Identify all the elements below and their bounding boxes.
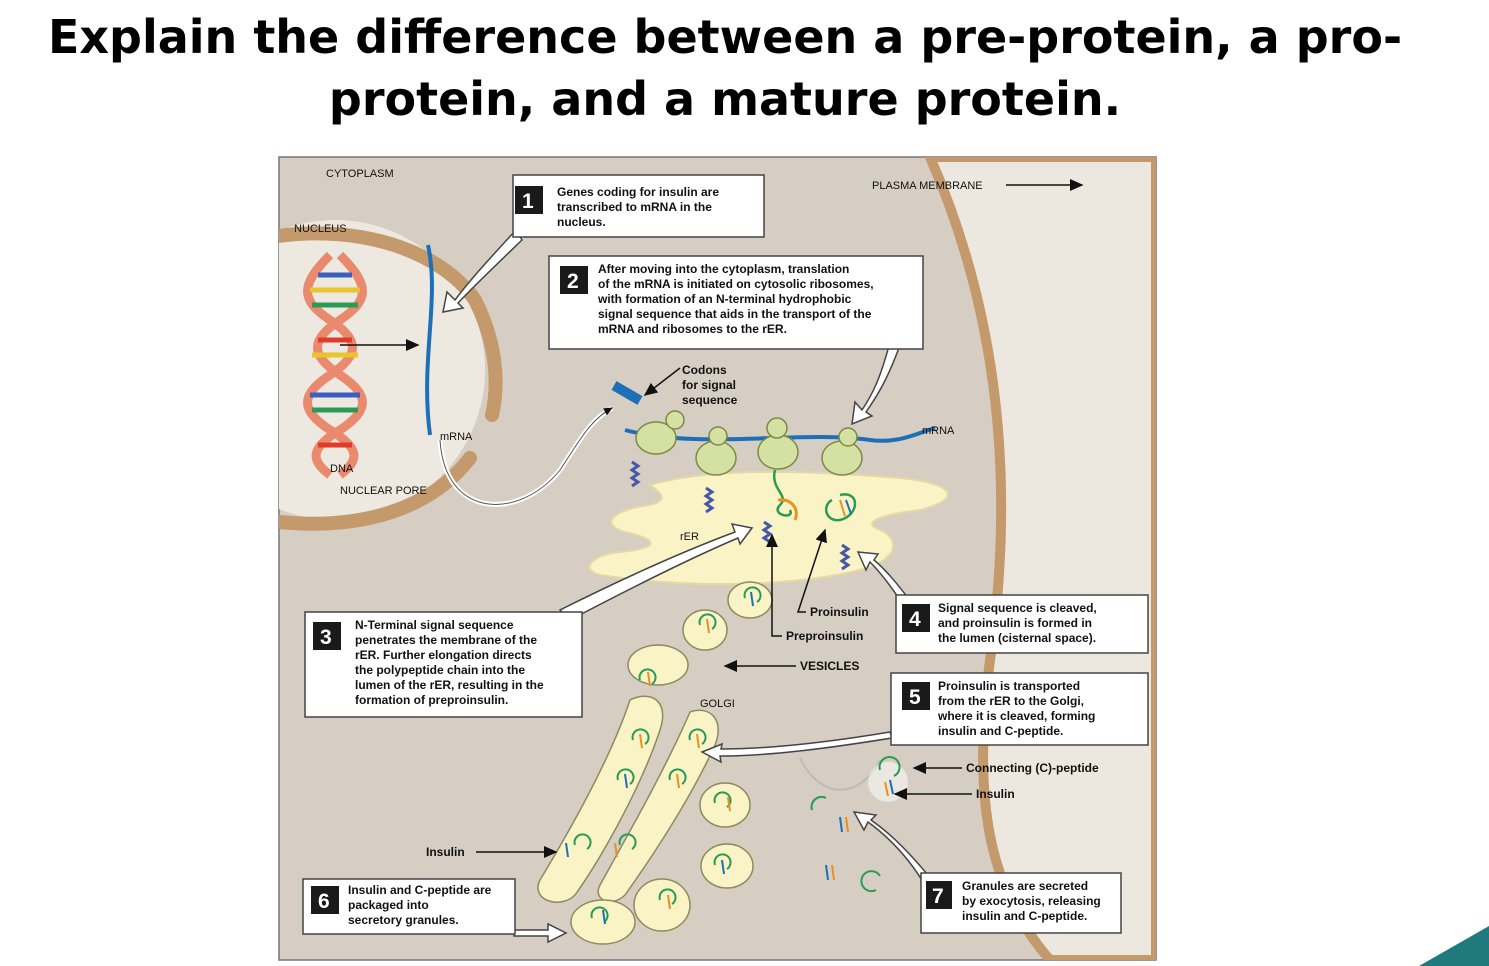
step-3-line-5: lumen of the rER, resulting in the bbox=[355, 678, 544, 692]
label-proinsulin: Proinsulin bbox=[810, 605, 869, 619]
label-cytoplasm: CYTOPLASM bbox=[326, 168, 394, 180]
step-callout-1: 1 Genes coding for insulin are transcrib… bbox=[512, 174, 765, 238]
preproinsulin-pointer bbox=[766, 533, 782, 637]
proinsulin-pointer bbox=[796, 528, 827, 613]
step-callout-5: 5 Proinsulin is transported from the rER… bbox=[890, 672, 1149, 746]
step-number-7: 7 bbox=[932, 885, 944, 908]
slide-title-line-2: protein, and a mature protein. bbox=[328, 72, 1122, 126]
step-4-line-3: the lumen (cisternal space). bbox=[938, 631, 1096, 645]
step-2-line-3: with formation of an N-terminal hydropho… bbox=[597, 292, 852, 306]
step-callout-6: 6 Insulin and C-peptide are packaged int… bbox=[302, 878, 516, 935]
signal-peptides bbox=[629, 460, 851, 571]
label-golgi: GOLGI bbox=[700, 698, 735, 710]
label-dna: DNA bbox=[330, 463, 354, 475]
step-number-5: 5 bbox=[909, 686, 921, 709]
proinsulin-in-lumen bbox=[824, 493, 857, 522]
packaged-peptides bbox=[565, 586, 762, 925]
step-5-line-1: Proinsulin is transported bbox=[938, 679, 1080, 693]
step-2-line-1: After moving into the cytoplasm, transla… bbox=[598, 262, 849, 276]
step-callout-7: 7 Granules are secreted by exocytosis, r… bbox=[920, 872, 1122, 934]
label-connecting-peptide: Connecting (C)-peptide bbox=[966, 761, 1099, 775]
step-5-line-2: from the rER to the Golgi, bbox=[938, 694, 1084, 708]
step-number-4: 4 bbox=[909, 608, 921, 631]
step-3-line-2: penetrates the membrane of the bbox=[355, 633, 537, 647]
step-3-line-3: rER. Further elongation directs bbox=[355, 648, 532, 662]
nuclear-envelope-lower bbox=[279, 451, 477, 531]
step-callout-3: 3 N-Terminal signal sequence penetrates … bbox=[304, 611, 583, 718]
step-2-line-4: signal sequence that aids in the transpo… bbox=[598, 307, 872, 321]
label-mrna-nucleus: mRNA bbox=[440, 431, 473, 443]
label-nucleus: NUCLEUS bbox=[294, 223, 347, 235]
step-number-6: 6 bbox=[318, 890, 330, 913]
step-4-line-1: Signal sequence is cleaved, bbox=[938, 601, 1097, 615]
step-number-3: 3 bbox=[320, 626, 332, 649]
slide-corner-accent bbox=[1419, 926, 1489, 966]
callout-pointers bbox=[442, 228, 934, 944]
golgi-stack bbox=[537, 695, 754, 945]
signal-codons bbox=[611, 381, 643, 405]
dna-helix bbox=[303, 251, 367, 479]
mrna-cytoplasm bbox=[624, 426, 936, 443]
step-1-line-2: transcribed to mRNA in the bbox=[557, 200, 712, 214]
step-6-line-1: Insulin and C-peptide are bbox=[348, 883, 492, 897]
label-mrna-cytoplasm: mRNA bbox=[922, 425, 955, 437]
label-plasma-membrane: PLASMA MEMBRANE bbox=[872, 180, 983, 192]
slide-title-line-1: Explain the difference between a pre-pro… bbox=[47, 10, 1403, 64]
label-rer: rER bbox=[680, 531, 699, 543]
step-number-1: 1 bbox=[522, 190, 534, 213]
mrna-nucleus bbox=[425, 244, 434, 436]
step-1-line-3: nucleus. bbox=[557, 215, 606, 229]
ribosomes bbox=[635, 410, 863, 476]
codons-pointer bbox=[643, 367, 681, 396]
step-2-line-5: mRNA and ribosomes to the rER. bbox=[598, 322, 787, 336]
step-1-line-1: Genes coding for insulin are bbox=[557, 185, 719, 199]
step-3-line-4: the polypeptide chain into the bbox=[355, 663, 525, 677]
step-number-2: 2 bbox=[567, 270, 579, 293]
label-vesicles: VESICLES bbox=[800, 659, 859, 673]
slide-title: Explain the difference between a pre-pro… bbox=[0, 6, 1450, 130]
step-7-line-3: insulin and C-peptide. bbox=[962, 909, 1087, 923]
label-insulin-left: Insulin bbox=[426, 845, 465, 859]
label-preproinsulin: Preproinsulin bbox=[786, 629, 863, 643]
label-nuclear-pore: NUCLEAR PORE bbox=[340, 485, 427, 497]
label-codons-1: Codons bbox=[682, 363, 727, 377]
step-3-line-6: formation of preproinsulin. bbox=[355, 693, 508, 707]
step-6-line-2: packaged into bbox=[348, 898, 429, 912]
step-callout-4: 4 Signal sequence is cleaved, and proins… bbox=[895, 594, 1149, 654]
step-2-line-2: of the mRNA is initiated on cytosolic ri… bbox=[598, 277, 874, 291]
step-7-line-1: Granules are secreted bbox=[962, 879, 1088, 893]
step-callout-2: 2 After moving into the cytoplasm, trans… bbox=[548, 255, 924, 350]
label-codons-3: sequence bbox=[682, 393, 738, 407]
label-codons-2: for signal bbox=[682, 378, 736, 392]
step-7-line-2: by exocytosis, releasing bbox=[962, 894, 1101, 908]
nuclear-envelope-upper bbox=[279, 226, 503, 422]
step-5-line-4: insulin and C-peptide. bbox=[938, 724, 1063, 738]
step-5-line-3: where it is cleaved, forming bbox=[937, 709, 1095, 723]
label-insulin-right: Insulin bbox=[976, 787, 1015, 801]
step-4-line-2: and proinsulin is formed in bbox=[938, 616, 1092, 630]
preproinsulin-chain bbox=[777, 498, 798, 521]
step-6-line-3: secretory granules. bbox=[348, 913, 459, 927]
growing-chain bbox=[772, 469, 792, 517]
step-3-line-1: N-Terminal signal sequence bbox=[355, 618, 514, 632]
